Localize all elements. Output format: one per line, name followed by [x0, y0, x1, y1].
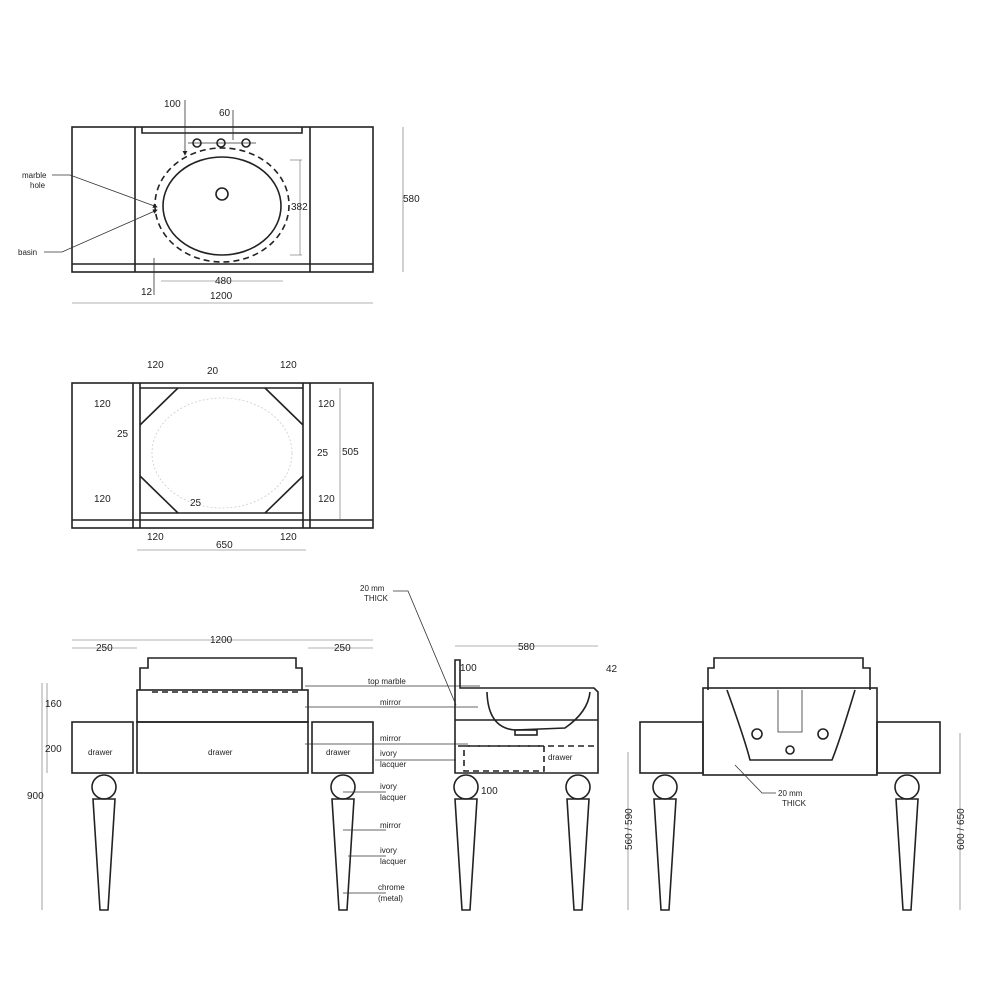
dim-20: 20: [207, 366, 219, 377]
dim-505: 505: [342, 447, 359, 458]
drawer-label: drawer: [326, 748, 351, 757]
side-view: 580 100 42 100 drawer: [453, 642, 618, 911]
label-ivory: ivory: [380, 782, 397, 791]
dim-160: 160: [45, 699, 62, 710]
basin-outline: [162, 156, 282, 256]
dim-250: 250: [96, 643, 113, 654]
label-chrome: chrome: [378, 883, 405, 892]
dim-120: 120: [94, 399, 111, 410]
dim-depth: 580: [403, 194, 420, 205]
dim-25: 25: [190, 498, 202, 509]
tap-hole: [192, 138, 202, 148]
leg: [453, 774, 479, 911]
label-top-marble: top marble: [368, 677, 406, 686]
label-ivory: ivory: [380, 846, 397, 855]
drawer-label: drawer: [548, 753, 573, 762]
dim-120: 120: [280, 360, 297, 371]
front-view: 1200 250 250 160 200 900 drawer drawer d…: [27, 590, 480, 911]
dim-leg-height: 600 / 650: [956, 808, 967, 850]
dim-width: 1200: [210, 635, 233, 646]
label-mirror: mirror: [380, 698, 401, 707]
dim-200: 200: [45, 744, 62, 755]
label-ivory: ivory: [380, 749, 397, 758]
dim-width: 1200: [210, 291, 233, 302]
leg: [652, 774, 678, 911]
dim-120: 120: [318, 494, 335, 505]
dim-250: 250: [334, 643, 351, 654]
plan-view: 120 120 20 120 120 120 120 25 25 25 505 …: [71, 360, 374, 551]
label-lacquer: lacquer: [380, 793, 407, 802]
dim-tap-spacing: 60: [219, 108, 231, 119]
drawer-label: drawer: [208, 748, 233, 757]
marble-hole-outline: [154, 147, 290, 263]
label-basin: basin: [18, 248, 37, 257]
dim-leg-height: 560 / 590: [624, 808, 635, 850]
drawer-label: drawer: [88, 748, 113, 757]
label-lacquer: lacquer: [380, 760, 407, 769]
leg: [91, 774, 117, 911]
dim-25: 25: [117, 429, 129, 440]
thick-note: 20 mm: [778, 789, 803, 798]
dim-basin-width: 480: [215, 276, 232, 287]
material-labels: 20 mm THICK top marble mirror mirror ivo…: [360, 584, 407, 903]
back-view: 560 / 590 600 / 650 20 mm THICK: [624, 657, 967, 911]
dim-basin-depth: 382: [291, 202, 308, 213]
leg: [565, 774, 591, 911]
label-marble: marble: [22, 171, 47, 180]
thick-note: THICK: [782, 799, 807, 808]
dim-100: 100: [460, 663, 477, 674]
dim-120: 120: [147, 360, 164, 371]
dim-650: 650: [216, 540, 233, 551]
tap-hole: [216, 138, 226, 148]
dim-depth: 580: [518, 642, 535, 653]
dim-offset: 12: [141, 287, 153, 298]
label-mirror: mirror: [380, 821, 401, 830]
dim-42: 42: [606, 664, 618, 675]
dim-120: 120: [147, 532, 164, 543]
dim-120: 120: [94, 494, 111, 505]
top-view: 580 1200 480 382 12 100 60 marble hole b…: [18, 99, 420, 304]
dim-100: 100: [481, 786, 498, 797]
label-lacquer: lacquer: [380, 857, 407, 866]
dim-tap-offset: 100: [164, 99, 181, 110]
label-metal: (metal): [378, 894, 403, 903]
tap-hole: [241, 138, 251, 148]
dim-120: 120: [280, 532, 297, 543]
label-mirror: mirror: [380, 734, 401, 743]
leg: [894, 774, 920, 911]
dim-900: 900: [27, 791, 44, 802]
leg: [330, 774, 356, 911]
drain-icon: [215, 187, 229, 201]
dim-120: 120: [318, 399, 335, 410]
thick-note: 20 mm: [360, 584, 385, 593]
thick-note: THICK: [364, 594, 389, 603]
label-hole: hole: [30, 181, 46, 190]
dim-25: 25: [317, 448, 329, 459]
